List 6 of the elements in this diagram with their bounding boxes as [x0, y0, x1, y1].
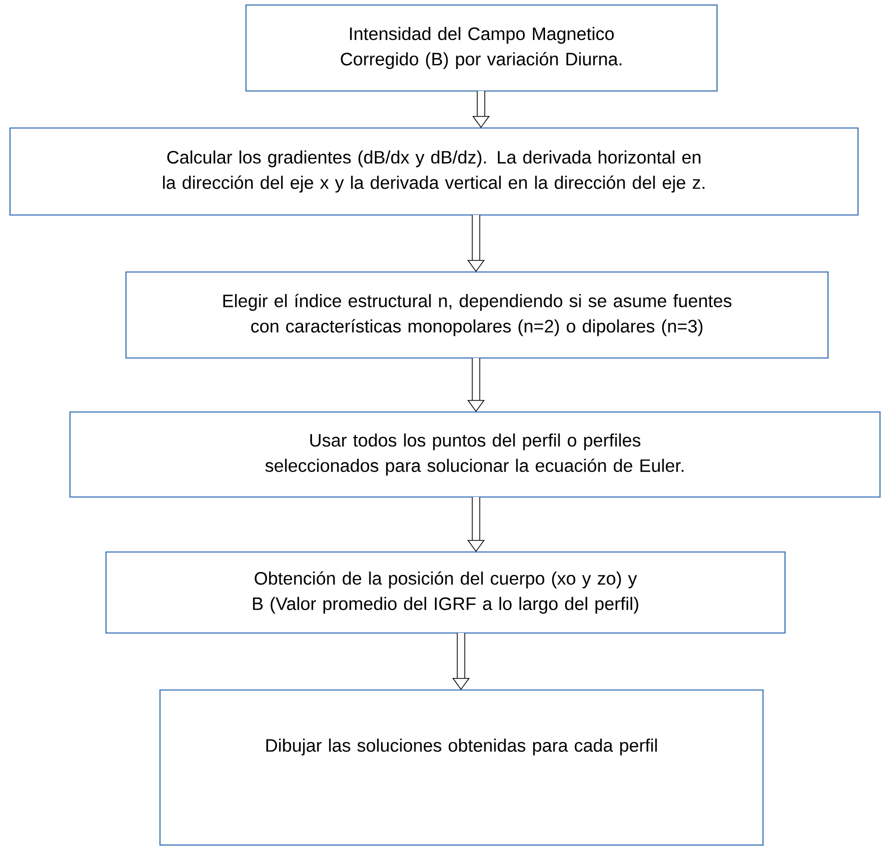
process-box: Intensidad del Campo Magnetico Corregido (B) por variación Diurna. — [245, 4, 718, 92]
process-box: Usar todos los puntos del perfil o perfiles seleccionados para solucionar la ecuación de Euler. — [69, 411, 881, 498]
process-box: Elegir el índice estructural n, dependiendo si se asume fuentes con características monopolares (n=2) o dipolares (n=3) — [125, 271, 829, 359]
process-box: Obtención de la posición del cuerpo (xo y zo) y B (Valor promedio del IGRF a lo largo del perfil) — [105, 551, 786, 634]
process-box: Calcular los gradientes (dB/dx y dB/dz). La derivada horizontal en la dirección del eje x y la derivada vertical en la dirección del eje z. — [9, 127, 859, 216]
process-box: Dibujar las soluciones obtenidas para cada perfil — [159, 689, 764, 846]
